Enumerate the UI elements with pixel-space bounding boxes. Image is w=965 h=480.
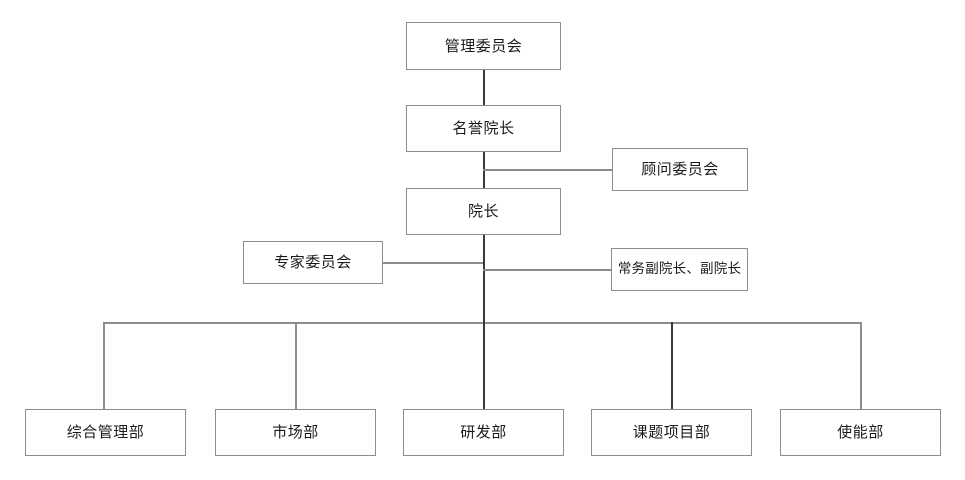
node-honorary-president[interactable]: 名誉院长 — [406, 105, 561, 152]
connector-president-branch-vice — [483, 269, 611, 271]
node-label: 院长 — [467, 202, 499, 220]
node-general-management-dept[interactable]: 综合管理部 — [25, 409, 186, 456]
connector-bus-to-general-management — [103, 322, 105, 410]
node-label: 常务副院长、副院长 — [617, 260, 742, 277]
connector-president-branch-advisory — [483, 169, 612, 171]
node-label: 综合管理部 — [66, 423, 145, 441]
node-label: 专家委员会 — [274, 253, 352, 271]
node-label: 课题项目部 — [632, 423, 711, 441]
connector-bus-to-marketing — [295, 322, 297, 410]
node-vice-presidents[interactable]: 常务副院长、副院长 — [611, 248, 748, 291]
node-enabling-dept[interactable]: 使能部 — [780, 409, 941, 456]
node-label: 顾问委员会 — [641, 160, 719, 178]
connector-bus-to-project — [671, 322, 673, 410]
node-label: 管理委员会 — [444, 36, 523, 55]
node-advisory-committee[interactable]: 顾问委员会 — [612, 148, 748, 191]
node-management-committee[interactable]: 管理委员会 — [406, 22, 561, 70]
connector-president-branch-expert — [383, 262, 483, 264]
connector-management-to-honorary — [483, 70, 485, 105]
connector-president-trunk — [483, 235, 485, 323]
connector-bus-to-rd — [483, 322, 485, 410]
connector-bus-to-enabling — [860, 322, 862, 410]
connector-departments-bus — [103, 322, 861, 324]
node-marketing-dept[interactable]: 市场部 — [215, 409, 376, 456]
node-label: 名誉院长 — [452, 119, 515, 137]
node-label: 使能部 — [837, 423, 884, 441]
node-president[interactable]: 院长 — [406, 188, 561, 235]
node-label: 市场部 — [272, 423, 319, 441]
node-expert-committee[interactable]: 专家委员会 — [243, 241, 383, 284]
node-label: 研发部 — [460, 423, 507, 441]
node-project-dept[interactable]: 课题项目部 — [591, 409, 752, 456]
node-rd-dept[interactable]: 研发部 — [403, 409, 564, 456]
